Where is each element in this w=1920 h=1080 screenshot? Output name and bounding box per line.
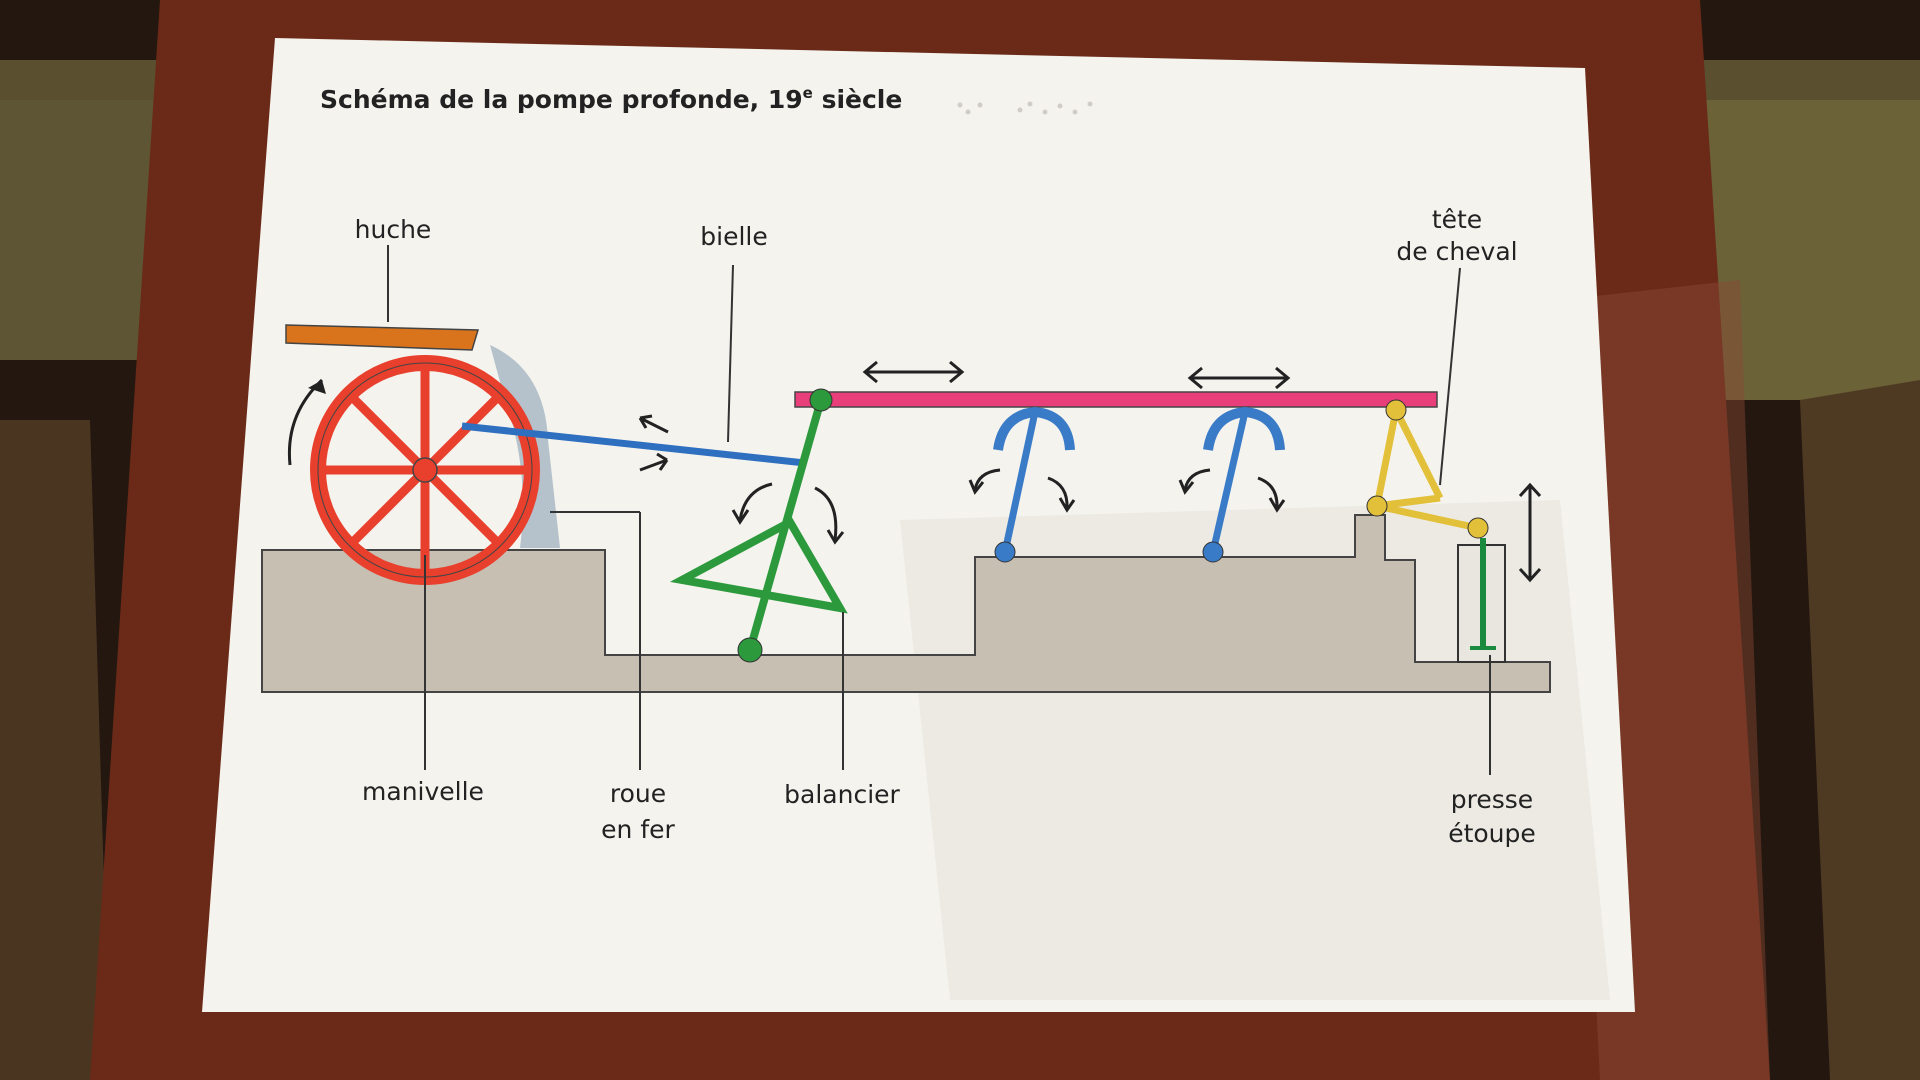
label-bielle: bielle bbox=[700, 222, 767, 251]
roue-en-fer-wheel bbox=[310, 355, 540, 585]
wood-beam-right bbox=[1700, 100, 1920, 400]
label-tete-line1: tête bbox=[1432, 205, 1482, 234]
label-roue-line1: roue bbox=[610, 779, 666, 808]
tige-horizontal-rod bbox=[794, 391, 1438, 408]
balancier-lever bbox=[669, 388, 848, 663]
balancier-rotation-arrows-icon bbox=[731, 482, 845, 545]
leader-lines bbox=[387, 245, 1491, 775]
label-huche: huche bbox=[355, 215, 432, 244]
levier-1 bbox=[993, 406, 1075, 563]
label-presse-line2: étoupe bbox=[1448, 819, 1536, 848]
braille-dots-title bbox=[957, 101, 1093, 115]
vertical-double-arrow-icon bbox=[1518, 482, 1542, 583]
levier-2 bbox=[1202, 406, 1285, 563]
label-presse-line1: presse bbox=[1451, 785, 1533, 814]
label-balancier: balancier bbox=[784, 780, 900, 809]
huche-trough bbox=[285, 324, 480, 351]
levier-rotation-arrows-icon bbox=[968, 468, 1286, 513]
rotation-arrowhead-icon bbox=[308, 380, 326, 394]
label-roue-line2: en fer bbox=[601, 815, 675, 844]
wood-post-left bbox=[0, 420, 110, 1080]
masonry-base bbox=[261, 514, 1551, 693]
bielle-rod bbox=[461, 422, 806, 467]
double-arrow-icon bbox=[862, 360, 1291, 390]
wood-post-right bbox=[1800, 380, 1920, 1080]
label-tete-line2: de cheval bbox=[1396, 237, 1517, 266]
label-manivelle: manivelle bbox=[362, 777, 484, 806]
tete-de-cheval-joints bbox=[1366, 399, 1489, 539]
diagram-title: Schéma de la pompe profonde, 19e siècle bbox=[320, 84, 902, 114]
bielle-arrow-right-icon bbox=[639, 452, 669, 472]
bielle-arrow-up-icon bbox=[638, 414, 669, 434]
presse-etoupe bbox=[1457, 538, 1506, 663]
